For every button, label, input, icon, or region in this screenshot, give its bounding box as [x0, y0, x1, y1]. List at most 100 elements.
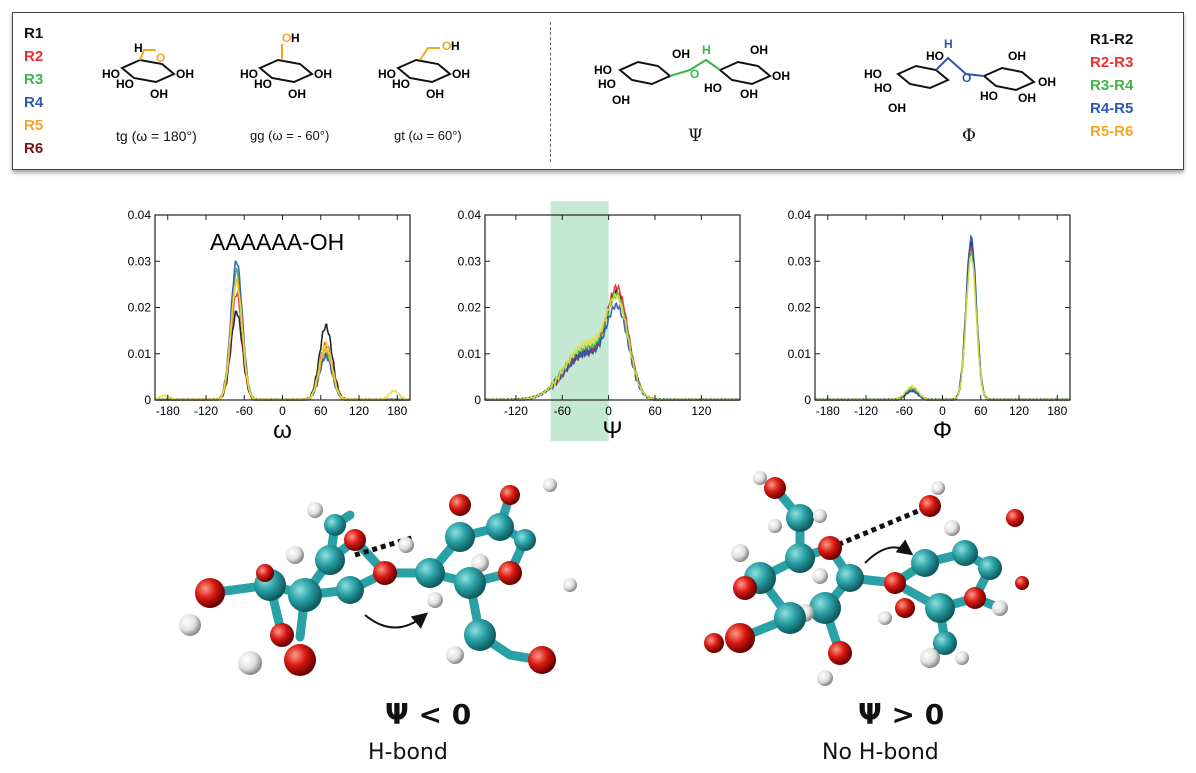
svg-text:H: H — [134, 41, 143, 55]
panel-title-psi-negative: Ψ < 0 — [385, 698, 472, 731]
series-line — [154, 310, 411, 402]
svg-text:OH: OH — [772, 69, 790, 83]
pair-label: R1-R2 — [1090, 31, 1134, 48]
svg-text:OH: OH — [750, 43, 768, 57]
chart-annotation: AAAAAA-OH — [210, 229, 344, 255]
x-tick-label: 0 — [939, 404, 946, 418]
panel-subtitle-h-bond: H-bond — [368, 740, 448, 765]
series-line — [154, 259, 411, 401]
conformer-caption-gt: gt (ω = 60°) — [394, 128, 462, 143]
svg-text:O: O — [962, 71, 971, 85]
svg-text:HO: HO — [102, 67, 120, 81]
series-line — [484, 301, 741, 401]
x-tick-label: 120 — [1009, 404, 1029, 418]
conformer-gg-structure: O H HO HO OH OH — [240, 31, 332, 101]
series-line — [814, 254, 1070, 401]
x-tick-label: -120 — [194, 404, 218, 418]
svg-text:OH: OH — [426, 87, 444, 101]
svg-text:H: H — [702, 43, 711, 57]
svg-text:OH: OH — [1038, 75, 1056, 89]
svg-text:OH: OH — [740, 87, 758, 101]
series-line — [814, 240, 1071, 402]
plot-frame — [814, 214, 1071, 401]
residue-label: R3 — [24, 71, 44, 88]
conformer-caption-tg: tg (ω = 180°) — [116, 128, 197, 144]
pair-label: R4-R5 — [1090, 100, 1134, 117]
svg-text:HO: HO — [598, 77, 616, 91]
x-axis-label: Φ — [933, 417, 952, 444]
x-axis-label: ω — [273, 417, 292, 444]
series-line — [154, 290, 411, 401]
svg-text:OH: OH — [888, 101, 906, 115]
psi-positive-molecule-render — [704, 471, 1029, 686]
dimer-caption-phi: Φ — [962, 126, 976, 146]
svg-text:HO: HO — [594, 63, 612, 77]
y-tick-label: 0.02 — [458, 301, 482, 315]
svg-text:OH: OH — [288, 87, 306, 101]
y-tick-label: 0.01 — [788, 347, 812, 361]
y-tick-label: 0.02 — [788, 301, 812, 315]
y-tick-label: 0 — [804, 393, 811, 407]
pair-label: R2-R3 — [1090, 54, 1134, 71]
svg-text:HO: HO — [392, 77, 410, 91]
series-line — [814, 234, 1071, 401]
series-line — [155, 267, 411, 401]
svg-text:HO: HO — [254, 77, 272, 91]
svg-text:H: H — [944, 37, 953, 51]
svg-text:O: O — [690, 67, 699, 81]
residue-label: R1 — [24, 25, 44, 42]
svg-text:OH: OH — [672, 47, 690, 61]
svg-text:HO: HO — [240, 67, 258, 81]
y-tick-label: 0.04 — [458, 208, 482, 222]
dimer-psi-structure: O H OH OH HO HO OH OH HO OH — [594, 43, 790, 107]
svg-text:OH: OH — [314, 67, 332, 81]
dimer-caption-psi: Ψ — [688, 126, 703, 146]
y-tick-label: 0.04 — [788, 208, 812, 222]
y-tick-label: 0.01 — [458, 347, 482, 361]
residue-label: R2 — [24, 48, 44, 65]
x-tick-label: 120 — [349, 404, 369, 418]
x-tick-label: -60 — [896, 404, 914, 418]
pair-label: R5-R6 — [1090, 123, 1134, 140]
x-tick-label: 0 — [605, 404, 612, 418]
series-line — [815, 250, 1071, 401]
legend-box — [12, 12, 1184, 170]
svg-text:OH: OH — [176, 67, 194, 81]
x-tick-label: 180 — [387, 404, 407, 418]
y-tick-label: 0.01 — [128, 347, 152, 361]
svg-text:HO: HO — [926, 49, 944, 63]
panel-title-psi-positive: Ψ > 0 — [858, 698, 945, 731]
pair-label: R3-R4 — [1090, 77, 1134, 94]
dimer-phi-structure: H O HO HO HO OH OH OH HO OH — [864, 37, 1056, 115]
y-tick-label: 0 — [144, 393, 151, 407]
svg-text:O: O — [442, 39, 451, 53]
x-tick-label: -120 — [504, 404, 528, 418]
svg-text:HO: HO — [980, 89, 998, 103]
svg-text:OH: OH — [612, 93, 630, 107]
svg-text:HO: HO — [864, 67, 882, 81]
x-tick-label: 120 — [691, 404, 711, 418]
svg-text:HO: HO — [874, 81, 892, 95]
highlight-band — [550, 201, 609, 441]
svg-text:H: H — [291, 31, 300, 45]
residue-legend: R1 R2 R3 R4 R5 R6 — [24, 22, 43, 160]
y-tick-label: 0.02 — [128, 301, 152, 315]
x-tick-label: -180 — [156, 404, 180, 418]
residue-label: R4 — [24, 94, 44, 111]
svg-text:OH: OH — [1008, 49, 1026, 63]
svg-text:HO: HO — [116, 77, 134, 91]
conformer-gt-structure: O H HO HO OH OH — [378, 39, 470, 101]
x-tick-label: 60 — [314, 404, 328, 418]
x-tick-label: 180 — [1047, 404, 1067, 418]
y-tick-label: 0.03 — [788, 254, 812, 268]
series-line — [814, 245, 1071, 401]
svg-text:HO: HO — [704, 81, 722, 95]
series-line — [154, 278, 410, 401]
pair-legend: R1-R2 R2-R3 R3-R4 R4-R5 R5-R6 — [1090, 28, 1133, 143]
dashed-separator — [550, 22, 551, 162]
svg-text:OH: OH — [1018, 91, 1036, 105]
y-tick-label: 0.03 — [128, 254, 152, 268]
